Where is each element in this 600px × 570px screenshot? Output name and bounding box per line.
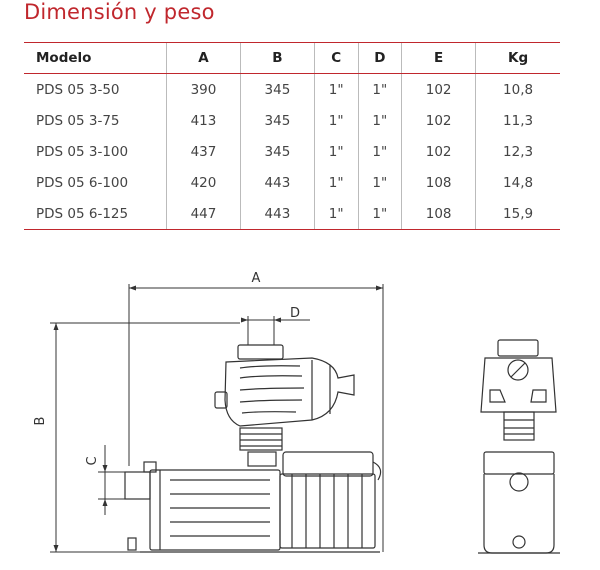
table-row: PDS 05 3-50 390 345 1" 1" 102 10,8 <box>24 73 560 105</box>
cell-c: 1" <box>313 105 359 136</box>
table-header-row: Modelo A B C D E Kg <box>24 42 560 74</box>
header-b: B <box>239 42 315 74</box>
cell-model: PDS 05 6-100 <box>36 174 129 191</box>
cell-c: 1" <box>313 167 359 198</box>
cell-d: 1" <box>357 105 402 136</box>
cell-b: 443 <box>239 198 315 230</box>
cell-a: 390 <box>166 73 241 105</box>
cell-b: 345 <box>239 73 315 105</box>
dimension-b <box>50 322 240 553</box>
dimension-c <box>98 445 125 515</box>
cell-d: 1" <box>357 73 402 105</box>
table-row: PDS 05 6-100 420 443 1" 1" 108 14,8 <box>24 167 560 198</box>
cell-a: 420 <box>166 167 241 198</box>
dimension-c-label: C <box>85 456 100 465</box>
cell-model: PDS 05 6-125 <box>24 198 167 230</box>
table-row: PDS 05 3-100 437 345 1" 1" 102 12,3 <box>24 136 560 167</box>
cell-a: 447 <box>166 198 241 230</box>
table-row: PDS 05 6-125 447 443 1" 1" 108 15,9 <box>24 198 560 230</box>
cell-e: 102 <box>401 136 476 167</box>
cell-b: 345 <box>239 105 315 136</box>
dimension-a-label: A <box>252 271 261 286</box>
cell-e: 108 <box>401 198 476 230</box>
cell-kg: 15,9 <box>475 198 560 230</box>
cell-b: 443 <box>239 167 315 198</box>
cell-a: 413 <box>166 105 241 136</box>
cell-d: 1" <box>357 167 402 198</box>
cell-kg: 10,8 <box>475 73 560 105</box>
dimension-d <box>241 316 310 345</box>
section-title: Dimensión y peso <box>24 0 215 24</box>
pump-side-view <box>124 344 382 553</box>
header-a: A <box>166 42 241 74</box>
cell-kg: 12,3 <box>475 136 560 167</box>
pump-front-view <box>478 339 560 554</box>
cell-e: 108 <box>401 167 476 198</box>
dimension-d-label: D <box>290 306 300 321</box>
header-e: E <box>401 42 476 74</box>
dimension-b-label: B <box>33 417 48 426</box>
cell-c: 1" <box>313 73 359 105</box>
cell-e: 102 <box>401 105 476 136</box>
cell-c: 1" <box>313 136 359 167</box>
cell-c: 1" <box>313 198 359 230</box>
header-d: D <box>357 42 402 74</box>
header-c: C <box>313 42 359 74</box>
cell-d: 1" <box>357 198 402 230</box>
cell-b: 345 <box>239 136 315 167</box>
dimension-a <box>128 284 384 552</box>
cell-model: PDS 05 3-50 <box>36 81 120 98</box>
cell-model: PDS 05 3-75 <box>36 112 120 129</box>
dimension-table: Modelo A B C D E Kg PDS 05 3-50 390 345 … <box>24 42 560 230</box>
cell-kg: 11,3 <box>475 105 560 136</box>
cell-kg: 14,8 <box>475 167 560 198</box>
table-row: PDS 05 3-75 413 345 1" 1" 102 11,3 <box>24 105 560 136</box>
cell-d: 1" <box>357 136 402 167</box>
cell-model: PDS 05 3-100 <box>36 143 129 160</box>
cell-e: 102 <box>401 73 476 105</box>
header-modelo: Modelo <box>24 42 167 74</box>
cell-a: 437 <box>166 136 241 167</box>
header-kg: Kg <box>475 42 560 74</box>
